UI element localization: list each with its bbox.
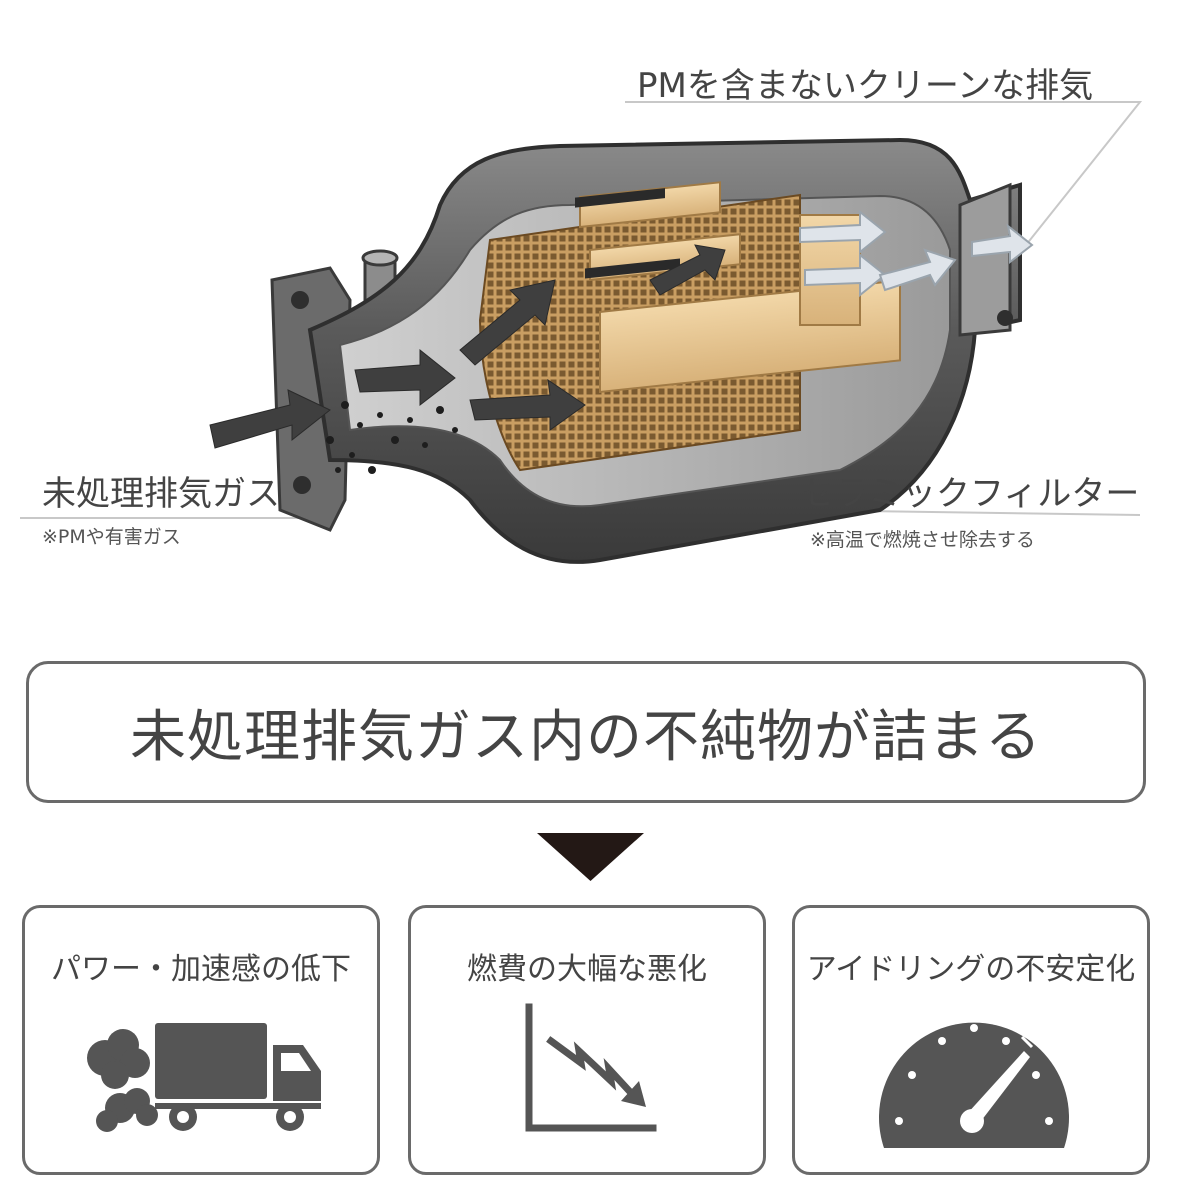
headline-box: 未処理排気ガス内の不純物が詰まる [26,661,1146,803]
dpf-cutaway-illustration [20,101,1143,564]
untreated-gas-arrows [209,244,726,449]
declining-graph-icon [525,1003,657,1132]
label-ceramic-filter-note: ※高温で燃焼させ除去する [810,529,1035,551]
soot-particles [326,401,458,474]
headline-text: 未処理排気ガス内の不純物が詰まる [130,704,1042,770]
effect-card-fuel: 燃費の大幅な悪化 [408,905,766,1175]
label-ceramic-filter: セラミックフィルター [800,474,1140,514]
label-clean-exhaust: PMを含まないクリーンな排気 [637,66,1094,106]
effect-card-power: パワー・加速感の低下 [22,905,380,1175]
truck-smoke-icon [87,1023,321,1132]
effect-card-idling: アイドリングの不安定化 [792,905,1150,1175]
filter-channels [575,181,901,394]
effect-title-idling: アイドリングの不安定化 [806,952,1136,987]
down-arrow-icon [537,833,644,881]
label-untreated-gas-note: ※PMや有害ガス [42,526,181,548]
effect-title-fuel: 燃費の大幅な悪化 [467,952,707,987]
speedometer-icon [879,1022,1069,1148]
effect-title-power: パワー・加速感の低下 [51,952,351,987]
label-untreated-gas: 未処理排気ガス [42,474,280,514]
clean-exhaust-arrows [799,209,1034,298]
